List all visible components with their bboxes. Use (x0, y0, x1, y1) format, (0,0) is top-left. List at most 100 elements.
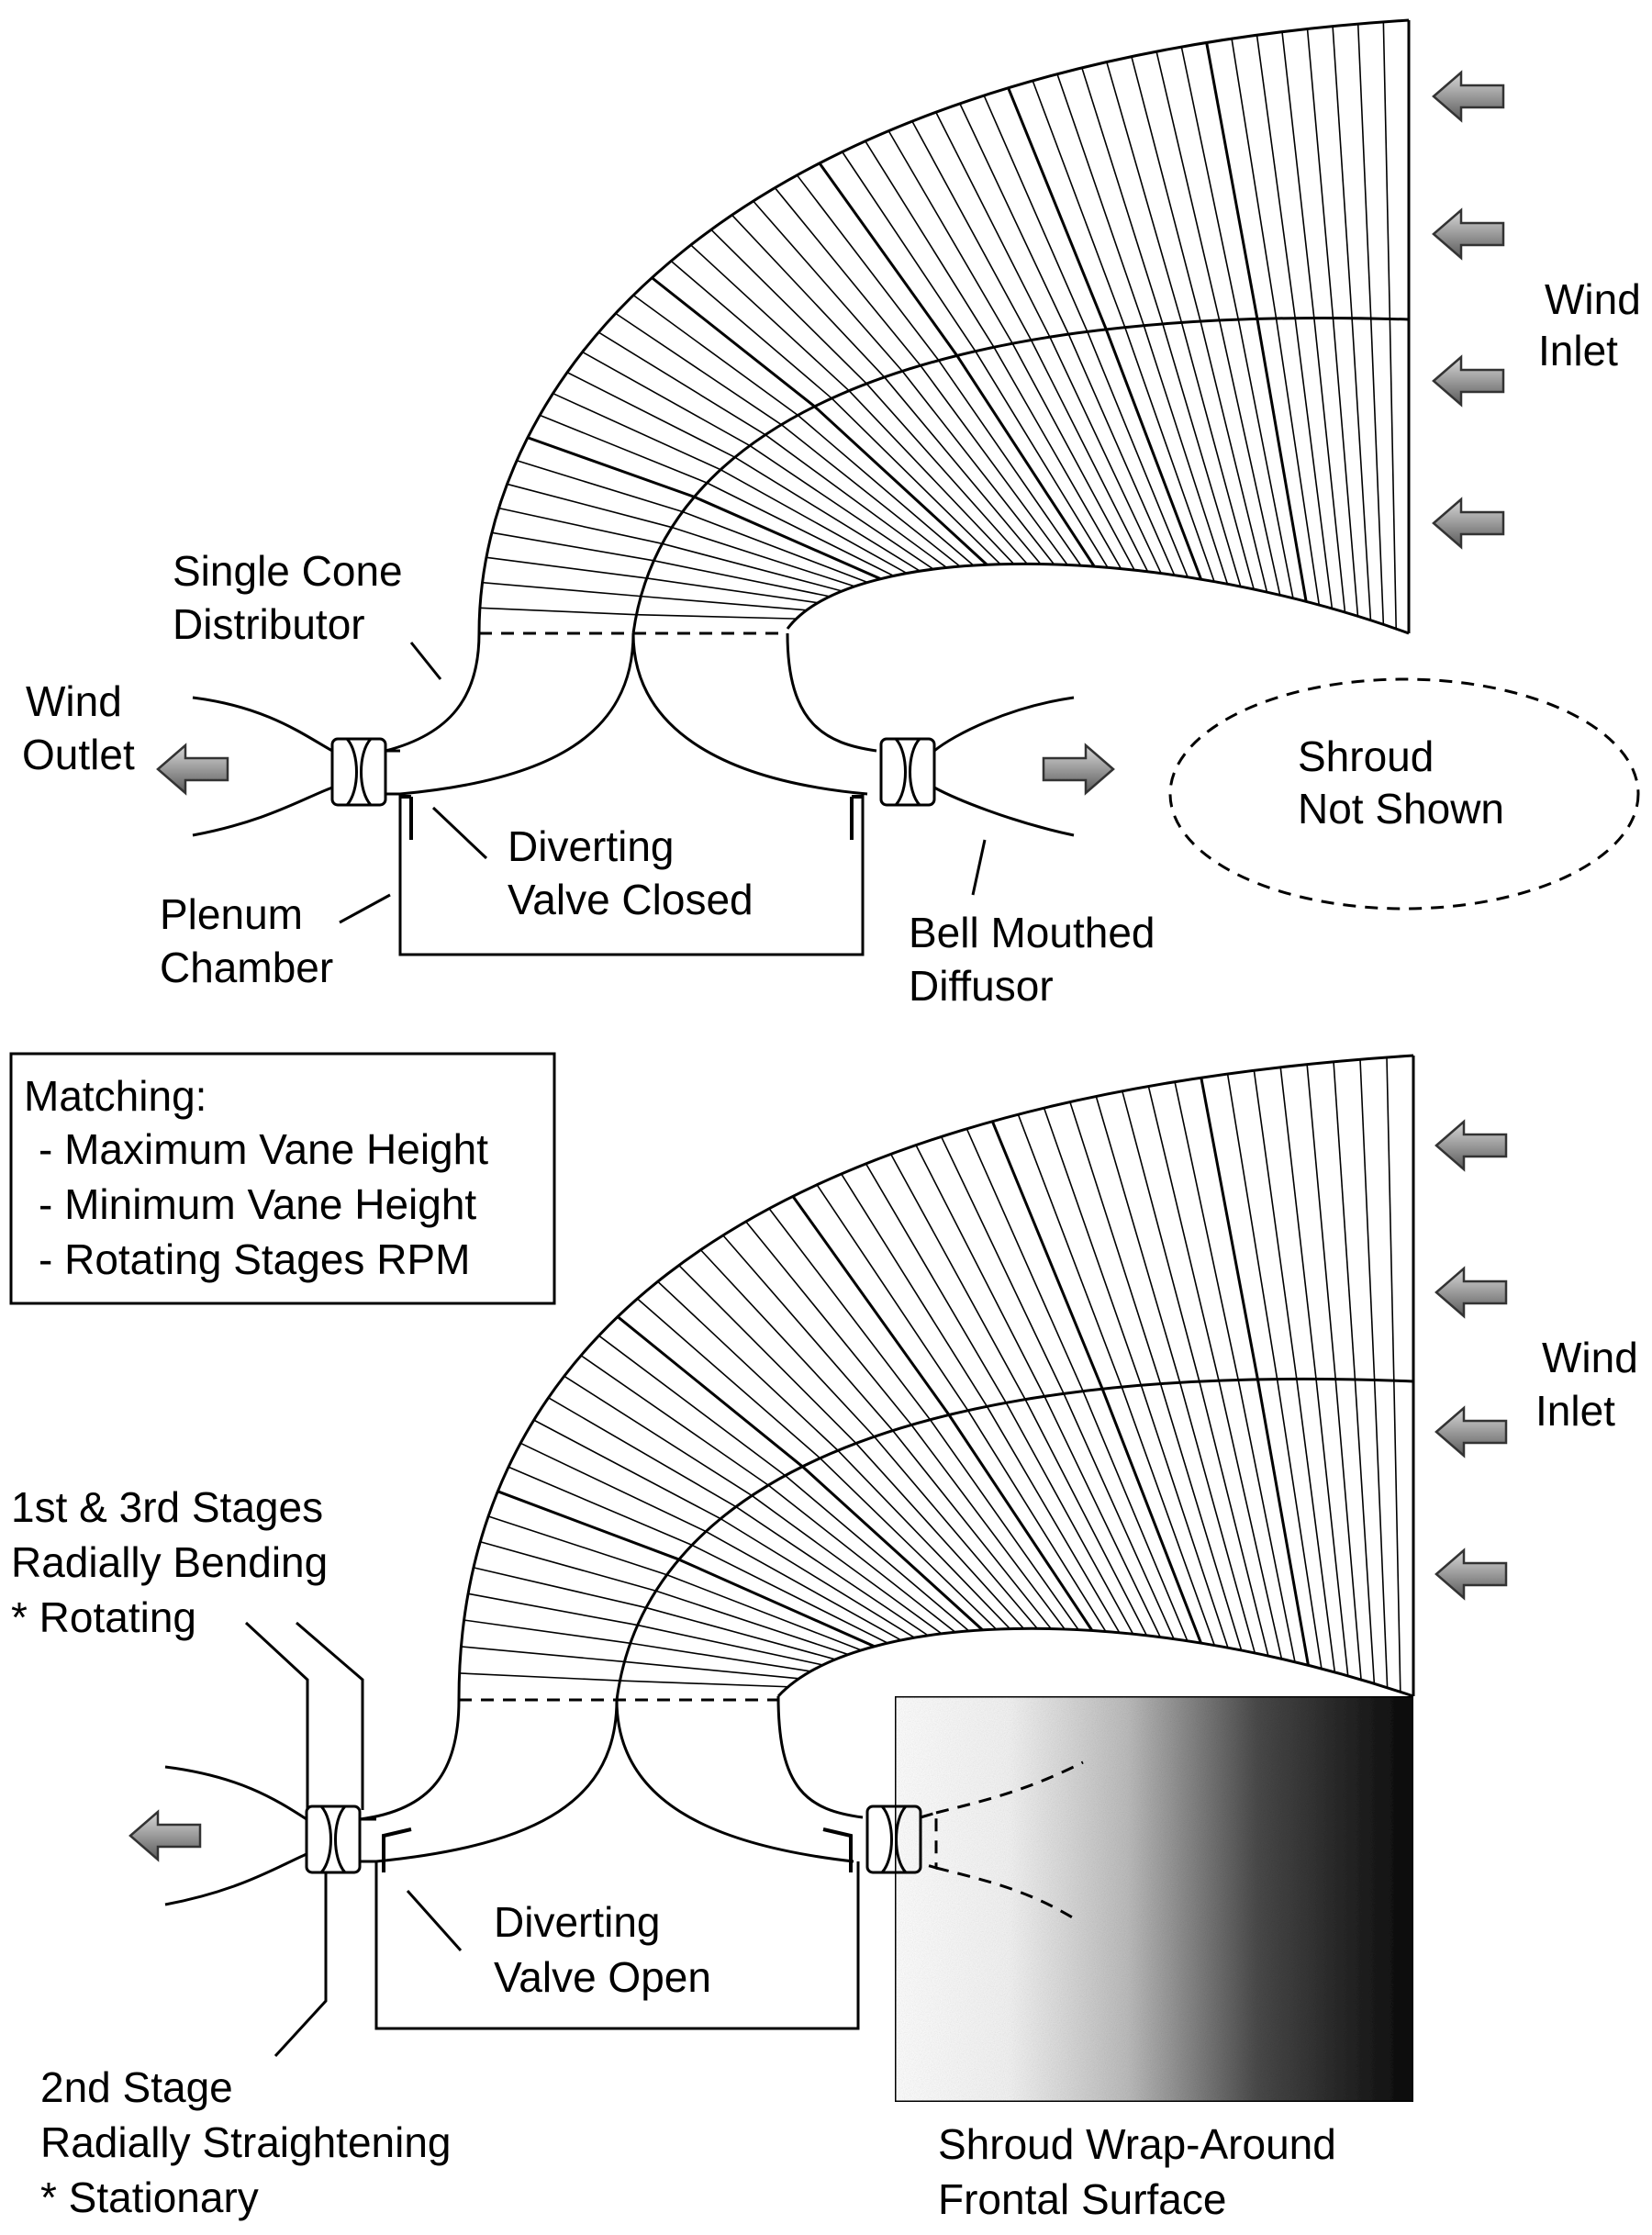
vane-outer-segment (723, 1235, 893, 1431)
vane-outer-segment (474, 1568, 646, 1608)
vane-outer-segment (1132, 57, 1200, 321)
top-duct-outer-wall (479, 20, 1409, 633)
vane-outer-segment (460, 1673, 620, 1681)
diverting-valve-open-label: Diverting Valve Open (494, 1898, 711, 2001)
vane-inner-segment (624, 1661, 798, 1678)
vane-inner-segment (620, 1681, 787, 1687)
bottom-left-outlet-nozzle (165, 1700, 617, 1905)
plenum-chamber-label: Plenum Chamber (160, 890, 333, 991)
wind-outlet-label: Wind Outlet (22, 677, 135, 778)
top-duct-vanes (480, 22, 1396, 629)
vane-outer-segment (1360, 1059, 1375, 1380)
bottom-right-valve-flap (823, 1829, 851, 1872)
vane-outer-segment (1096, 1096, 1179, 1382)
vane-outer-segment (793, 1196, 949, 1414)
bottom-inlet-arrow-3-left-arrow-icon (1436, 1408, 1506, 1456)
vane-inner-segment (1083, 1391, 1188, 1641)
vane-inner-segment (735, 457, 921, 571)
vane-outer-segment (1333, 27, 1352, 318)
top-outlet-arrow-left-arrow-icon (158, 745, 228, 793)
matching-item-2: - Minimum Vane Height (39, 1180, 476, 1228)
top-plenum-chamber (400, 794, 863, 955)
vane-outer-segment (984, 95, 1088, 331)
vane-outer-segment (691, 245, 849, 391)
vane-inner-segment (781, 425, 960, 566)
vane-inner-segment (1050, 337, 1161, 573)
bottom-outlet-arrow-left-arrow-icon (130, 1812, 200, 1860)
vane-inner-segment (820, 1458, 997, 1629)
vane-outer-segment (1358, 24, 1371, 318)
vane-inner-segment (679, 1559, 875, 1647)
vane-outer-segment (1148, 1087, 1219, 1381)
vane-outer-segment (583, 352, 750, 446)
vane-outer-segment (1207, 42, 1257, 318)
top-panel: Wind Inlet Single Cone Distributor Wind … (22, 20, 1652, 1010)
vane-outer-segment (700, 1250, 874, 1437)
vane-outer-segment (711, 229, 866, 384)
vane-inner-segment (1375, 1380, 1388, 1688)
vane-outer-segment (866, 1164, 1007, 1402)
bottom-panel: Wind Inlet 1st & 3rd Stages Radially Ben… (11, 1056, 1650, 2223)
vane-inner-segment (875, 1436, 1038, 1628)
vane-outer-segment (746, 1222, 911, 1425)
vane-outer-segment (480, 608, 637, 614)
vane-inner-segment (832, 398, 1000, 564)
vane-outer-segment (464, 1620, 631, 1643)
vane-inner-segment (1006, 1402, 1133, 1634)
vane-inner-segment (802, 1467, 982, 1630)
top-duct-middle-wall (633, 318, 1409, 633)
vane-inner-segment (994, 347, 1122, 568)
vane-outer-segment (1201, 1078, 1258, 1380)
vane-inner-segment (768, 1485, 955, 1632)
vane-inner-segment (636, 615, 796, 619)
vane-outer-segment (1082, 68, 1163, 324)
vane-outer-segment (1257, 35, 1296, 318)
vane-outer-segment (517, 461, 683, 512)
vane-inner-segment (1394, 1380, 1401, 1692)
vane-outer-segment (960, 104, 1068, 334)
matching-item-1: - Maximum Vane Height (39, 1125, 488, 1173)
vane-outer-segment (1308, 29, 1334, 318)
top-duct-inner-wall (787, 564, 1409, 633)
vane-outer-segment (942, 1136, 1064, 1393)
vane-outer-segment (633, 296, 798, 416)
vane-inner-segment (1200, 321, 1267, 592)
vane-outer-segment (652, 278, 814, 407)
vane-inner-segment (798, 415, 973, 565)
vane-inner-segment (911, 1425, 1065, 1629)
vane-outer-segment (508, 484, 672, 527)
vane-inner-segment (653, 561, 830, 597)
vane-outer-segment (599, 1335, 786, 1475)
vane-inner-segment (1314, 318, 1345, 612)
vane-inner-segment (1200, 1381, 1268, 1656)
vane-outer-segment (461, 1647, 624, 1662)
bottom-duct-vanes (460, 1057, 1401, 1692)
vane-inner-segment (1180, 1382, 1256, 1653)
bottom-duct (459, 1056, 1413, 1700)
vane-inner-segment (1141, 1385, 1228, 1648)
vane-outer-segment (468, 1593, 638, 1625)
vane-inner-segment (1106, 330, 1200, 579)
diverting-valve-closed-label: Diverting Valve Closed (508, 822, 753, 923)
vane-inner-segment (1219, 1380, 1281, 1659)
shroud-not-shown-label: Shroud Not Shown (1298, 732, 1504, 833)
bottom-wind-inlet-label: Wind Inlet (1535, 1334, 1650, 1435)
vane-outer-segment (1228, 1074, 1278, 1380)
vane-inner-segment (667, 1575, 862, 1650)
vane-inner-segment (856, 1443, 1024, 1628)
vane-inner-segment (695, 497, 881, 578)
vane-inner-segment (752, 1495, 942, 1633)
vane-inner-segment (1257, 1380, 1308, 1665)
vane-outer-segment (992, 1122, 1102, 1390)
vane-outer-segment (581, 1356, 768, 1485)
bottom-duct-inner-wall (778, 1628, 1413, 1696)
vane-outer-segment (1057, 74, 1144, 326)
single-cone-distributor-label: Single Cone Distributor (173, 547, 414, 648)
vane-outer-segment (888, 131, 1012, 344)
vane-inner-segment (786, 1476, 969, 1631)
matching-item-3: - Rotating Stages RPM (39, 1235, 470, 1283)
shroud-wrap-around-surface (895, 1696, 1413, 2102)
vane-outer-segment (1254, 1070, 1296, 1379)
top-diffusor-arrow-right-arrow-icon (1044, 745, 1113, 793)
